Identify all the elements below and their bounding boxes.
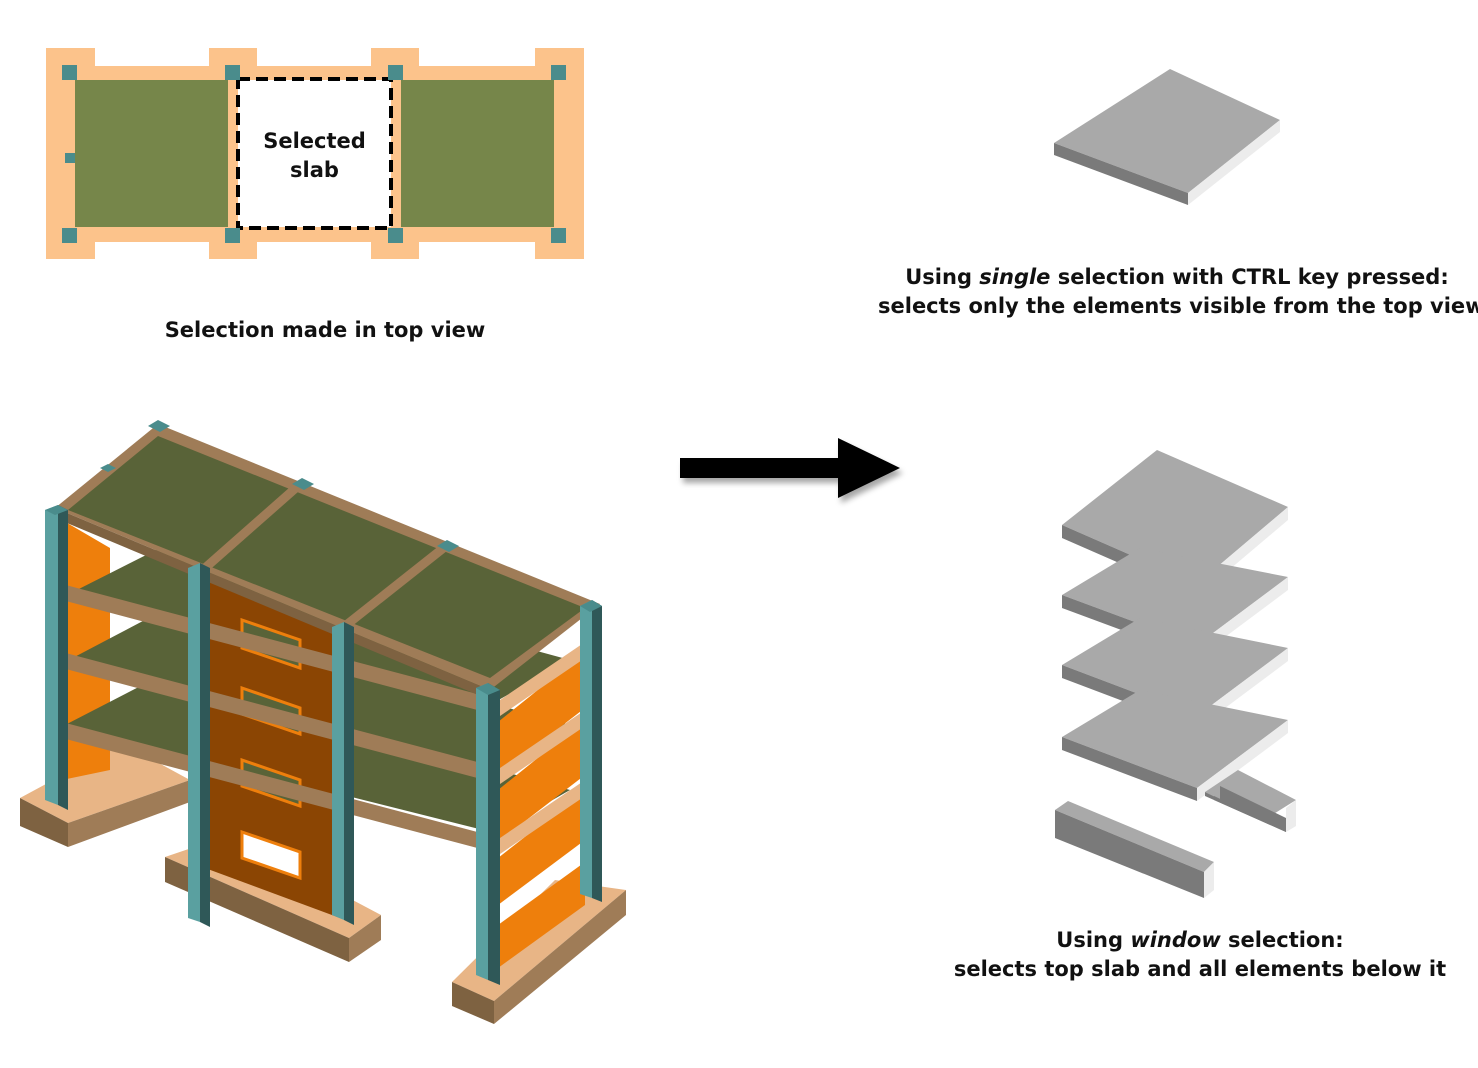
stack-beam-left — [1055, 801, 1214, 898]
arrow-right-icon — [680, 438, 900, 498]
window-line1-em: window — [1130, 928, 1221, 952]
selected-slab-label: Selected slab — [238, 127, 391, 185]
top-view-caption: Selection made in top view — [164, 318, 486, 342]
beams-front — [62, 584, 588, 854]
window-selection-line1: Using window selection: — [940, 926, 1460, 955]
top-view-plan — [46, 48, 584, 259]
window-line1-after: selection: — [1220, 928, 1344, 952]
single-selection-slab — [1054, 69, 1280, 205]
columns-3d — [45, 420, 602, 985]
plan-slab-right — [401, 80, 554, 227]
roof-slab — [55, 424, 600, 700]
walls-right-orange — [498, 652, 585, 968]
single-line1-em: single — [979, 265, 1051, 289]
selection-window — [236, 77, 393, 230]
selected-slab-label-line2: slab — [290, 158, 339, 182]
window-line1-before: Using — [1056, 928, 1131, 952]
single-selection-line1: Using single selection with CTRL key pre… — [878, 263, 1476, 292]
building-3d — [20, 420, 626, 1024]
plan-columns — [62, 65, 566, 243]
single-selection-caption: Using single selection with CTRL key pre… — [878, 263, 1478, 321]
stack-slab-4 — [1062, 690, 1288, 801]
single-line1-after: selection with CTRL key pressed: — [1050, 265, 1449, 289]
plan-slab-left — [75, 80, 228, 227]
window-selection-stack — [1055, 450, 1296, 898]
plan-slab-selected — [238, 80, 391, 227]
window-selection-line2: selects top slab and all elements below … — [953, 957, 1447, 981]
stack-beam-right — [1205, 770, 1296, 832]
single-selection-line2: selects only the elements visible from t… — [878, 294, 1478, 318]
single-line1-before: Using — [905, 265, 980, 289]
selected-slab-label-line1: Selected — [263, 129, 366, 153]
window-selection-caption: Using window selection: selects top slab… — [940, 926, 1460, 984]
